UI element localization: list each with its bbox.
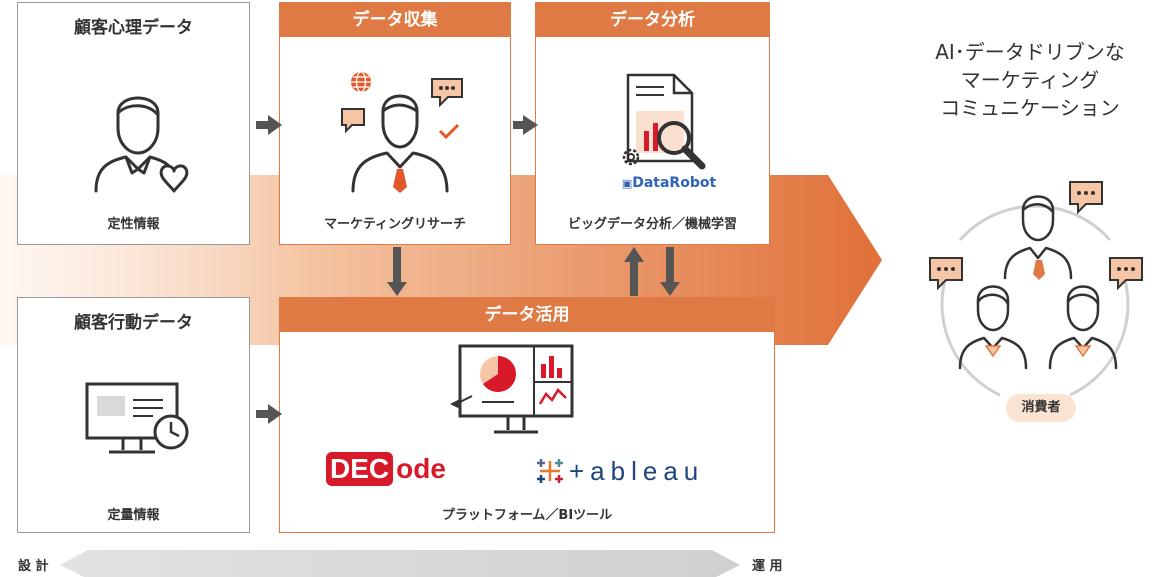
customer-behavior-box: 顧客行動データ 定量情報: [17, 297, 250, 533]
researcher-icon: [351, 94, 449, 193]
arrow-collect-down-head: [387, 282, 407, 296]
tableau-text: +ableau: [569, 455, 705, 486]
usage-label: プラットフォーム／BIツール: [441, 508, 613, 523]
right-title-line3: コミュニケーション: [940, 96, 1120, 120]
arrow-analysis-down: [666, 247, 674, 283]
monitor-clock-icon: [85, 382, 189, 454]
right-title-line2: マーケティング: [960, 68, 1100, 92]
arrow-behavior-to-usage: [256, 410, 270, 418]
timeline-left-label: 設 計: [18, 559, 49, 574]
behavior-title: 顧客行動データ: [74, 313, 193, 333]
psych-label: 定性情報: [107, 217, 160, 232]
data-usage-box: データ活用 DEC ode +ableau プラットフォーム／BIツ: [279, 297, 775, 533]
magnifier-icon: [657, 121, 706, 170]
customer-psych-box: 顧客心理データ 定性情報: [17, 2, 250, 245]
analysis-header: データ分析: [536, 3, 769, 37]
data-analysis-box: データ分析 ▣DataRobot ビッグデータ分析／機械学習: [535, 2, 770, 245]
gear-icon: [622, 148, 640, 166]
timeline-right-label: 運 用: [752, 559, 783, 574]
collection-label: マーケティングリサーチ: [324, 217, 466, 232]
decode-logo: DEC ode: [326, 452, 446, 486]
collection-header: データ収集: [280, 3, 510, 37]
arrow-psych-to-collect-head: [268, 115, 282, 135]
arrow-behavior-to-usage-head: [268, 404, 282, 424]
psych-title: 顧客心理データ: [74, 18, 193, 38]
datarobot-logo: ▣DataRobot: [621, 175, 717, 191]
data-collection-box: データ収集 マーケティングリサーチ: [279, 2, 511, 245]
decode-ode: ode: [396, 453, 446, 484]
arrow-usage-up: [630, 262, 638, 296]
arrow-collect-down: [393, 247, 401, 283]
arrow-collect-to-analysis-head: [523, 115, 538, 135]
decode-box: DEC: [326, 452, 394, 486]
tableau-logo: +ableau: [535, 454, 704, 488]
arrow-collect-to-analysis: [513, 121, 525, 129]
analysis-label: ビッグデータ分析／機械学習: [567, 217, 737, 232]
behavior-label: 定量情報: [107, 508, 160, 523]
arrow-usage-up-head: [624, 247, 644, 262]
dashboard-monitor-icon: [450, 344, 574, 434]
arrow-psych-to-collect: [256, 121, 270, 129]
globe-icon: [351, 71, 371, 93]
chat-bubble-icon: [341, 108, 365, 134]
right-title: AI･データドリブンな マーケティング コミュニケーション: [900, 38, 1160, 122]
arrow-analysis-down-head: [660, 282, 680, 296]
right-title-line1: AI･データドリブンな: [935, 40, 1125, 64]
person-heart-icon: [94, 96, 189, 193]
chat-bubble-icon: [431, 78, 463, 108]
timeline-arrow: [60, 550, 740, 577]
consumers-icon: [929, 181, 1143, 397]
usage-header: データ活用: [280, 298, 774, 332]
consumer-badge: 消費者: [1006, 394, 1076, 422]
check-icon: [438, 123, 460, 140]
datarobot-text: DataRobot: [632, 175, 717, 191]
tableau-mark-icon: [537, 459, 563, 483]
